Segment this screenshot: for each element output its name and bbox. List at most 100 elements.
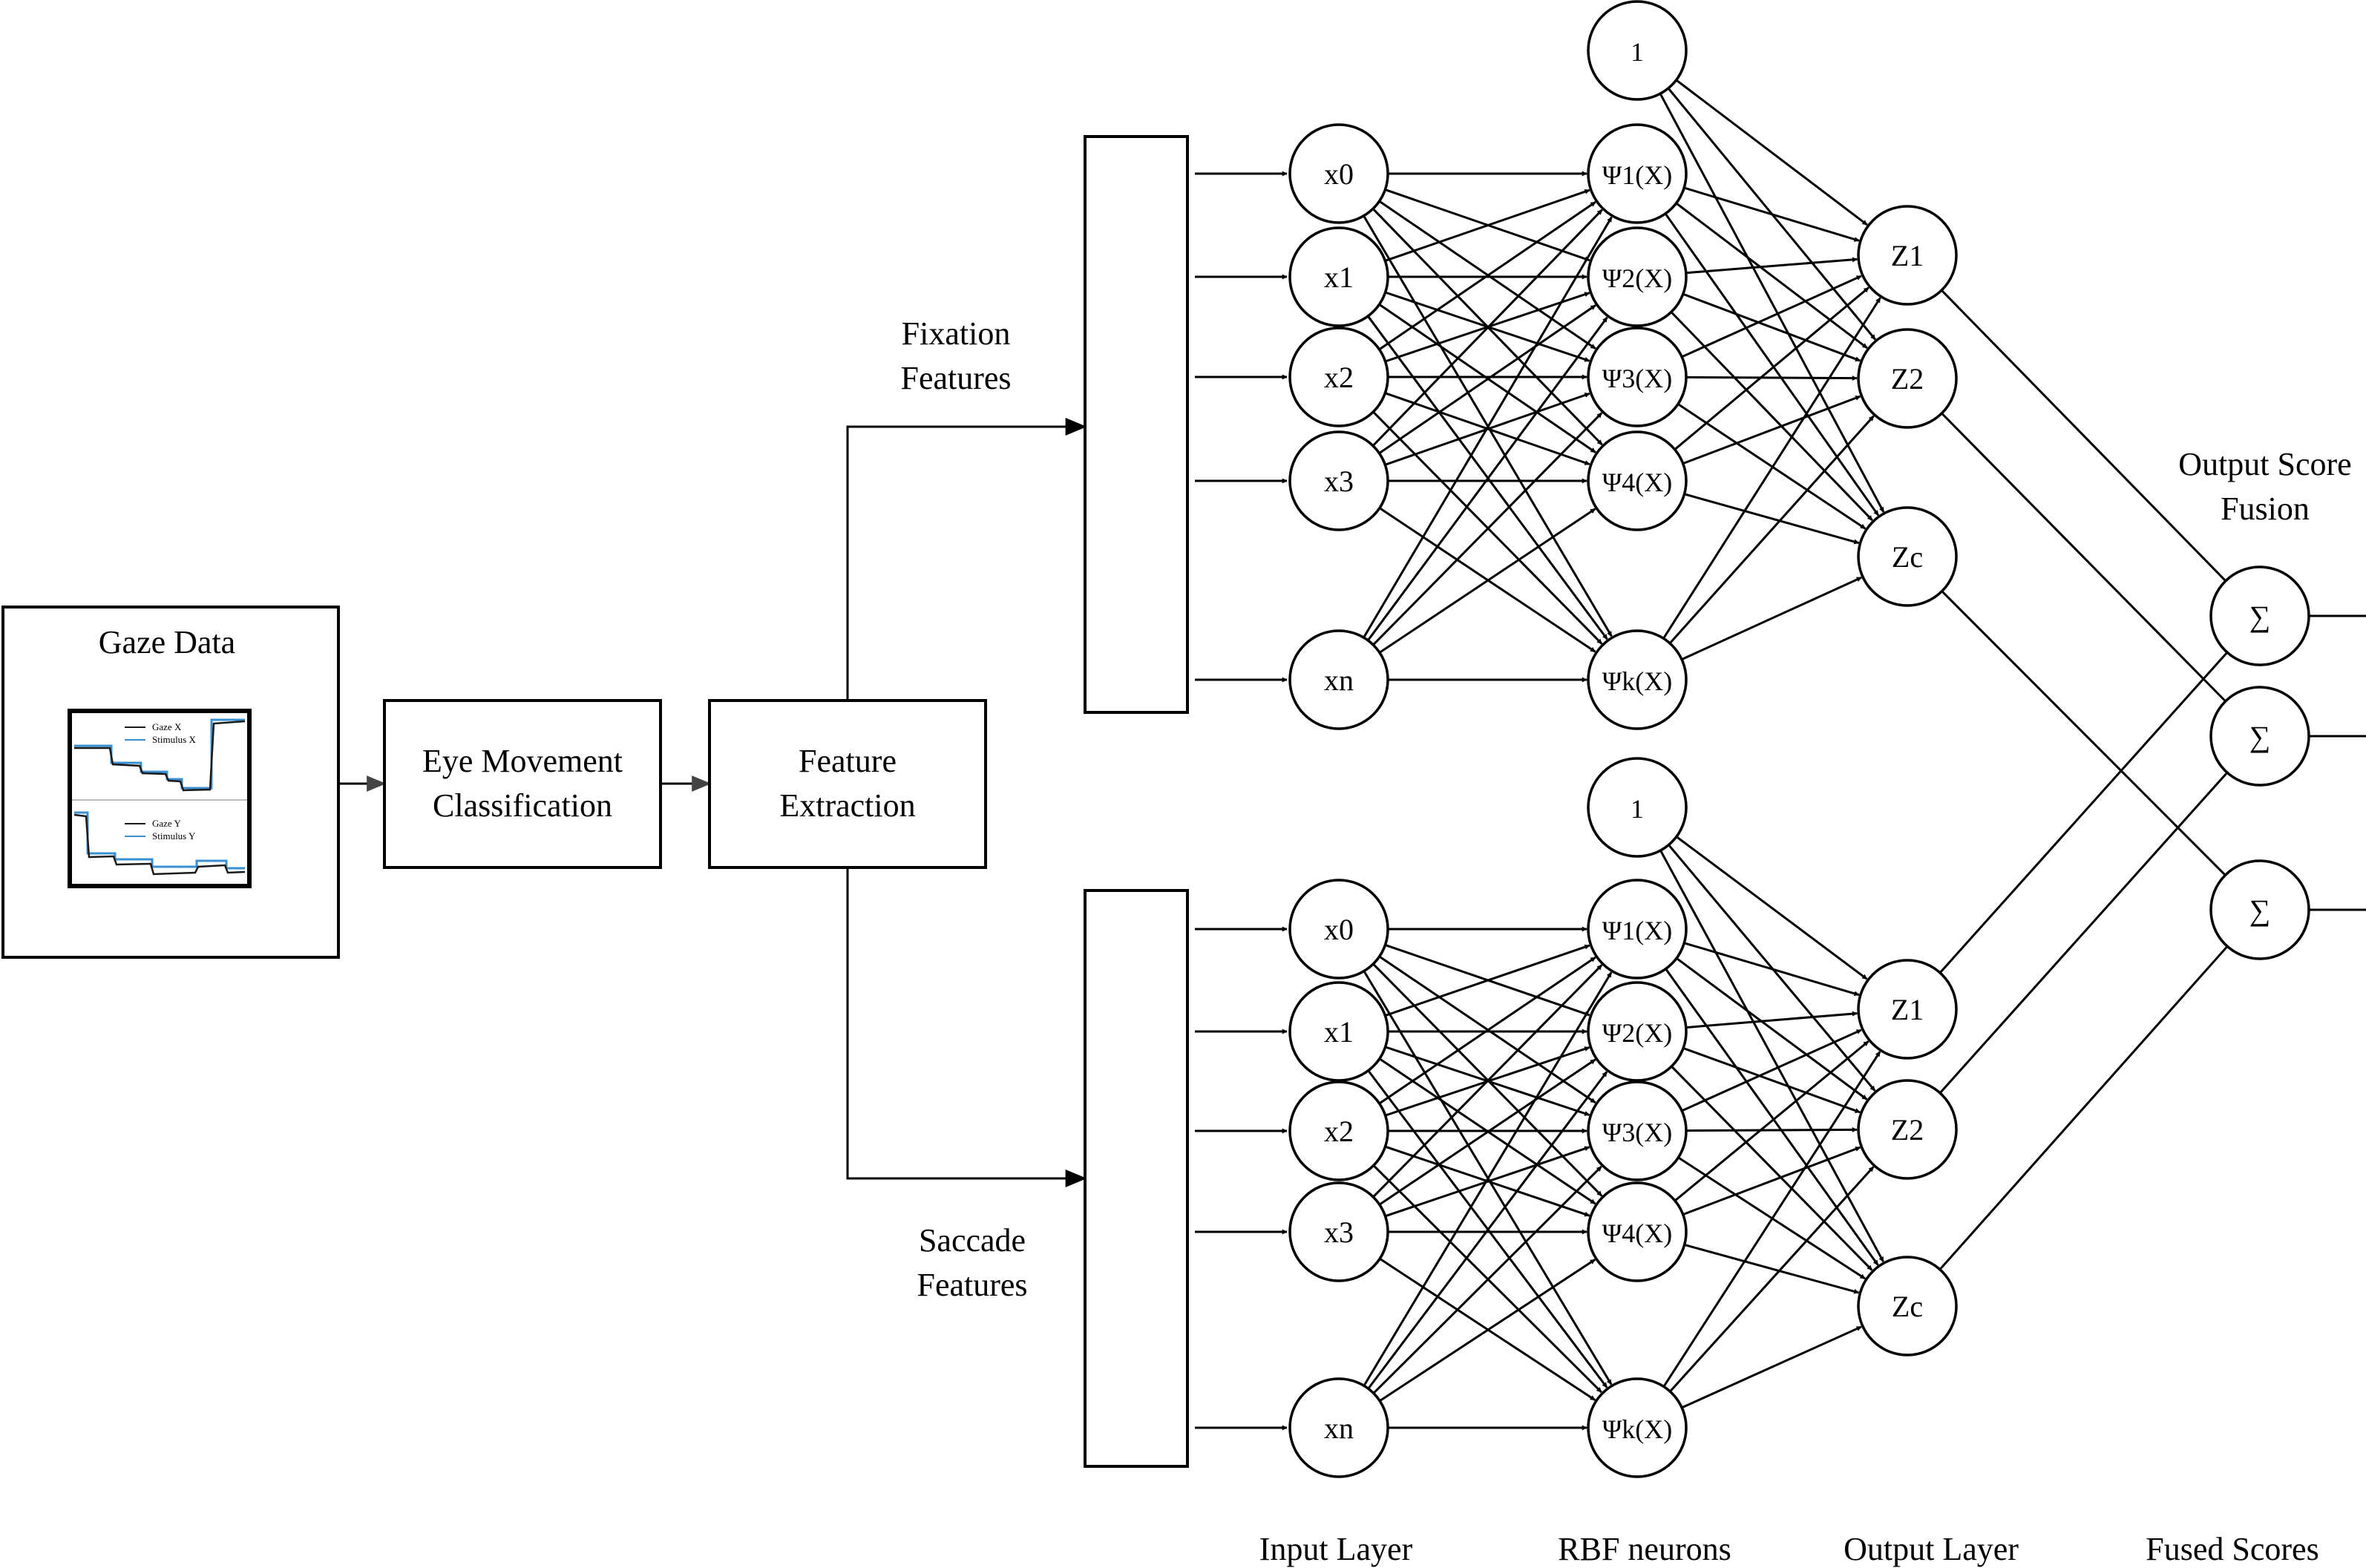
- rbf-networks: x0x1x2x3xn1Ψ1(X)Ψ2(X)Ψ3(X)Ψ4(X)Ψk(X)Z1Z2…: [1195, 0, 2366, 1478]
- legend-stimulus-y: Stimulus Y: [152, 830, 196, 842]
- fixation-input-node-0: x0: [1288, 123, 1389, 224]
- saccade-edge-h4-out2: [1684, 1244, 1860, 1294]
- saccade-rbf-node-0-label: Ψ1(X): [1602, 916, 1673, 945]
- saccade-input-node-0-label: x0: [1324, 913, 1354, 946]
- feature-extraction-box: Feature Extraction: [708, 699, 987, 869]
- saccade-rbf-node-2: Ψ3(X): [1587, 1080, 1688, 1181]
- fixation-rbf-node-3-label: Ψ4(X): [1602, 468, 1673, 497]
- saccade-edge-h0-out1: [1668, 844, 1876, 1092]
- eye-movement-line1: Eye Movement: [422, 743, 623, 779]
- saccade-edge-out1-fusion1: [1939, 772, 2229, 1094]
- eye-movement-classification-box: Eye Movement Classification: [383, 699, 662, 869]
- fixation-input-node-1-label: x1: [1324, 260, 1354, 294]
- fixation-features-line1: Fixation: [902, 315, 1011, 352]
- saccade-edge-h3-out1: [1685, 1126, 1858, 1132]
- saccade-input-node-2-label: x2: [1324, 1115, 1354, 1148]
- saccade-edge-h4-out1: [1682, 1146, 1861, 1216]
- saccade-input-node-4-label: xn: [1324, 1411, 1354, 1445]
- fixation-input-node-3-label: x3: [1324, 465, 1354, 498]
- saccade-edge-h1-out1: [1676, 957, 1868, 1100]
- saccade-edge-h0-out2: [1659, 850, 1884, 1262]
- saccade-input-node-2: x2: [1288, 1080, 1389, 1181]
- gaze-data-title: Gaze Data: [99, 624, 235, 660]
- saccade-edge-h2-out0: [1685, 1011, 1858, 1029]
- fixation-feature-vector: [1084, 135, 1189, 714]
- saccade-input-node-3: x3: [1288, 1181, 1389, 1282]
- fusion-sum-node-2-label: ∑: [2249, 893, 2271, 927]
- fusion-sum-node-0-label: ∑: [2249, 600, 2271, 633]
- fixation-bias-node-label: 1: [1631, 37, 1644, 67]
- fusion-title-line2: Fusion: [2221, 491, 2310, 527]
- fixation-output-node-1-label: Z2: [1891, 362, 1924, 396]
- label-input-layer: Input Layer: [1259, 1531, 1413, 1567]
- saccade-edge-h5-out0: [1662, 1051, 1881, 1388]
- saccade-rbf-node-3: Ψ4(X): [1587, 1181, 1688, 1282]
- label-output-layer: Output Layer: [1844, 1531, 2019, 1567]
- fixation-edge-h1-out2: [1664, 213, 1880, 516]
- saccade-features-line1: Saccade: [919, 1222, 1026, 1259]
- saccade-bias-node-label: 1: [1631, 794, 1644, 824]
- saccade-features-line2: Features: [917, 1267, 1027, 1303]
- saccade-input-node-3-label: x3: [1324, 1216, 1354, 1249]
- fusion-title-line1: Output Score: [2178, 446, 2351, 482]
- saccade-edge-h2-out2: [1671, 1065, 1873, 1271]
- saccade-output-node-0-label: Z1: [1891, 993, 1924, 1026]
- fusion-sum-node-1-label: ∑: [2249, 720, 2271, 753]
- saccade-edge-in1-rbf0: [1384, 944, 1590, 1017]
- fixation-edge-h4-out1: [1682, 395, 1861, 465]
- fixation-edge-h2-out1: [1682, 292, 1861, 362]
- saccade-edge-in4-rbf0: [1363, 971, 1613, 1387]
- fixation-output-node-0: Z1: [1857, 205, 1958, 306]
- fixation-edge-h5-out2: [1681, 576, 1862, 660]
- fixation-input-node-2: x2: [1288, 327, 1389, 427]
- saccade-input-node-4: xn: [1288, 1377, 1389, 1478]
- eye-movement-line2: Classification: [433, 787, 612, 824]
- fixation-edge-in4-rbf2: [1372, 412, 1603, 646]
- saccade-rbf-node-4-label: Ψk(X): [1602, 1414, 1673, 1444]
- label-fused-scores: Fused Scores: [2146, 1531, 2319, 1567]
- saccade-edge-in3-rbf1: [1378, 1058, 1596, 1206]
- fixation-rbf-node-4-label: Ψk(X): [1602, 666, 1673, 696]
- fixation-edge-in3-rbf1: [1378, 304, 1596, 454]
- fixation-edge-h3-out0: [1681, 275, 1862, 358]
- fixation-rbf-node-1: Ψ2(X): [1587, 226, 1688, 327]
- saccade-edge-in3-rbf0: [1372, 964, 1603, 1198]
- saccade-feature-vector: [1084, 889, 1189, 1468]
- fixation-output-node-1: Z2: [1857, 328, 1958, 429]
- saccade-edge-h1-out0: [1683, 942, 1860, 997]
- fixation-rbf-node-2-label: Ψ3(X): [1602, 364, 1673, 393]
- gaze-plot-thumbnail: Gaze X Stimulus X Gaze Y Stimulus Y: [68, 709, 252, 888]
- fixation-edge-h1-out0: [1683, 186, 1860, 242]
- saccade-edge-h1-out2: [1665, 968, 1879, 1266]
- saccade-input-node-1-label: x1: [1324, 1015, 1354, 1049]
- fixation-edge-h4-out2: [1684, 493, 1860, 545]
- fixation-features-line2: Features: [900, 360, 1011, 396]
- saccade-rbf-node-1: Ψ2(X): [1587, 981, 1688, 1082]
- fixation-rbf-node-3: Ψ4(X): [1587, 430, 1688, 531]
- fixation-edge-out1-fusion1: [1941, 412, 2226, 703]
- gaze-data-box: Gaze Data Gaze X Stimulus X Gaze Y Stimu…: [1, 606, 340, 959]
- saccade-input-node-1: x1: [1288, 981, 1389, 1082]
- saccade-output-node-1: Z2: [1857, 1079, 1958, 1180]
- saccade-edge-h2-out1: [1682, 1047, 1861, 1114]
- fixation-edge-h0-out2: [1659, 93, 1885, 513]
- saccade-input-node-0: x0: [1288, 879, 1389, 980]
- fixation-edge-h5-out1: [1668, 415, 1875, 644]
- saccade-edge-h3-out0: [1681, 1029, 1862, 1112]
- saccade-edge-in4-rbf3: [1379, 1259, 1596, 1403]
- fixation-branch-connector: [846, 418, 1087, 701]
- fixation-edge-in4-rbf3: [1379, 508, 1596, 654]
- saccade-output-node-0: Z1: [1857, 959, 1958, 1060]
- saccade-branch-connector: [846, 867, 1087, 1187]
- fixation-bias-node: 1: [1587, 0, 1688, 101]
- fixation-edge-out2-fusion2: [1941, 590, 2226, 876]
- saccade-rbf-node-1-label: Ψ2(X): [1602, 1018, 1673, 1048]
- fixation-edge-in4-rbf0: [1363, 216, 1613, 638]
- saccade-edge-h0-out0: [1675, 836, 1868, 980]
- fixation-edge-h2-out2: [1670, 311, 1873, 522]
- legend-stimulus-x: Stimulus X: [152, 734, 196, 745]
- saccade-edge-out2-fusion2: [1939, 945, 2229, 1270]
- fixation-input-node-4-label: xn: [1324, 663, 1354, 697]
- saccade-output-node-1-label: Z2: [1891, 1113, 1924, 1147]
- fixation-edge-in4-rbf1: [1367, 316, 1608, 641]
